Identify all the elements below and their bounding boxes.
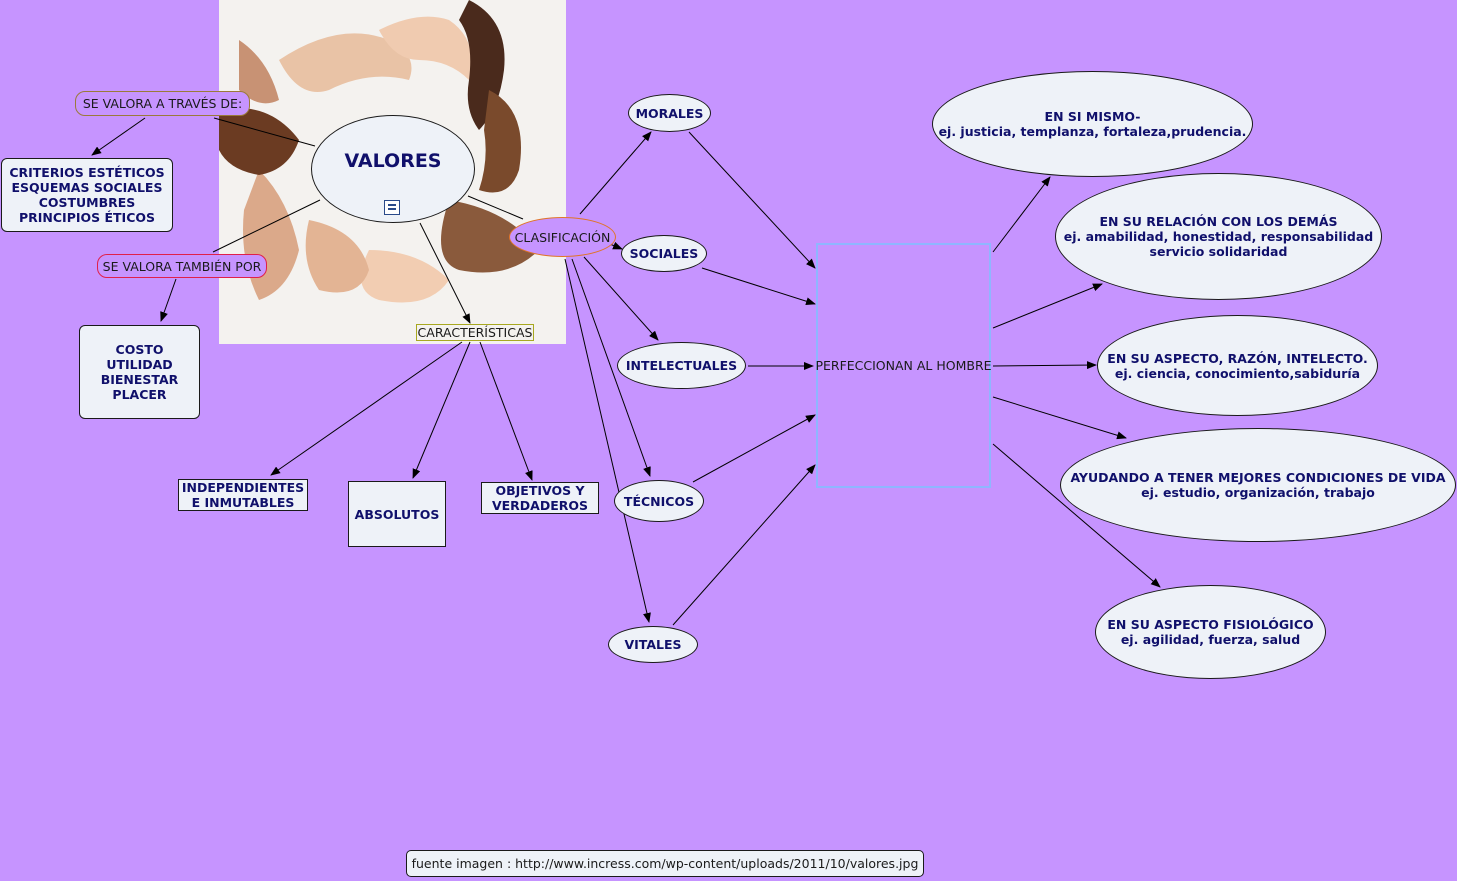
independientes-box[interactable]: INDEPENDIENTES E INMUTABLES bbox=[178, 479, 308, 511]
vitales-node[interactable]: VITALES bbox=[608, 626, 698, 663]
label-valora-tambien[interactable]: SE VALORA TAMBIÉN POR bbox=[97, 254, 267, 278]
result-condiciones-vida[interactable]: AYUDANDO A TENER MEJORES CONDICIONES DE … bbox=[1060, 428, 1456, 542]
perfeccionan-box[interactable]: PERFECCIONAN AL HOMBRE bbox=[815, 243, 992, 488]
source-caption[interactable]: fuente imagen : http://www.incress.com/w… bbox=[406, 850, 924, 877]
label-clasificacion[interactable]: CLASIFICACIÓN bbox=[509, 217, 616, 257]
criterios-box[interactable]: CRITERIOS ESTÉTICOS ESQUEMAS SOCIALES CO… bbox=[1, 158, 173, 232]
result-razon-intelecto[interactable]: EN SU ASPECTO, RAZÓN, INTELECTO. ej. cie… bbox=[1097, 315, 1378, 416]
intelectuales-node[interactable]: INTELECTUALES bbox=[617, 342, 746, 389]
costo-box[interactable]: COSTO UTILIDAD BIENESTAR PLACER bbox=[79, 325, 200, 419]
objetivos-box[interactable]: OBJETIVOS Y VERDADEROS bbox=[481, 482, 599, 514]
label-caracteristicas[interactable]: CARACTERÍSTICAS bbox=[416, 324, 534, 341]
label-valora-traves[interactable]: SE VALORA A TRAVÉS DE: bbox=[75, 91, 250, 116]
result-fisiologico[interactable]: EN SU ASPECTO FISIOLÓGICO ej. agilidad, … bbox=[1095, 585, 1326, 679]
absolutos-box[interactable]: ABSOLUTOS bbox=[348, 481, 446, 547]
result-en-si-mismo[interactable]: EN SI MISMO- ej. justicia, templanza, fo… bbox=[932, 71, 1253, 177]
morales-node[interactable]: MORALES bbox=[628, 94, 711, 132]
sociales-node[interactable]: SOCIALES bbox=[621, 235, 707, 272]
tecnicos-node[interactable]: TÉCNICOS bbox=[614, 480, 704, 522]
result-relacion-demas[interactable]: EN SU RELACIÓN CON LOS DEMÁS ej. amabili… bbox=[1055, 173, 1382, 300]
valores-title: VALORES bbox=[344, 149, 442, 172]
note-icon[interactable] bbox=[384, 200, 400, 215]
